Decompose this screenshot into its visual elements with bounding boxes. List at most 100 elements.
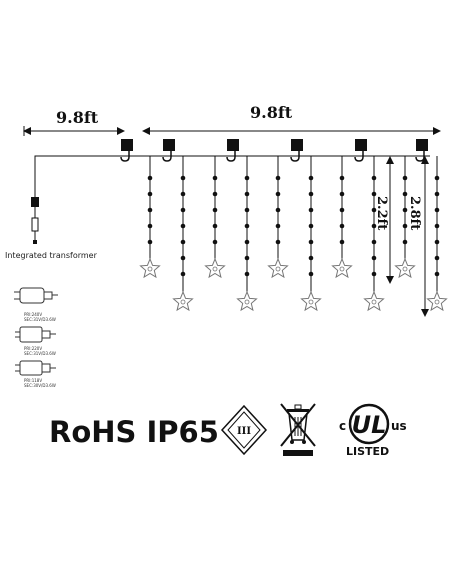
bulb-icon — [180, 239, 186, 245]
bulb-icon — [308, 223, 314, 229]
light-strand — [363, 156, 385, 312]
bulb-icon — [402, 223, 408, 229]
bulb-icon — [308, 271, 314, 277]
bulb-icon — [434, 191, 440, 197]
star-center — [275, 266, 281, 272]
star-ornament-icon — [267, 257, 289, 279]
plug-icon — [15, 360, 56, 376]
star-ornament-icon — [172, 290, 194, 312]
transformer-label: Integrated transformer — [5, 251, 98, 260]
bulb-icon — [371, 191, 377, 197]
weee-bin-icon — [280, 403, 316, 456]
class-iii-text: III — [237, 426, 251, 437]
bulb-icon — [244, 207, 250, 213]
hook-icon — [120, 139, 133, 162]
light-strand — [172, 156, 194, 312]
bulb-icon — [180, 255, 186, 261]
light-strand — [426, 156, 448, 312]
transformer-connector — [31, 197, 39, 244]
ul-mark-text: UL — [352, 411, 387, 439]
bulb-icon — [244, 239, 250, 245]
bulb-icon — [402, 175, 408, 181]
hook-icon — [226, 139, 239, 162]
bulb-icon — [244, 223, 250, 229]
bulb-icon — [180, 207, 186, 213]
light-strand — [139, 156, 161, 279]
bulb-icon — [147, 207, 153, 213]
bulb-icon — [147, 191, 153, 197]
bulb-icon — [147, 175, 153, 181]
bulb-icon — [339, 175, 345, 181]
bulb-icon — [244, 255, 250, 261]
plug-2-line2: SEC:31V/D3.6W — [24, 351, 56, 356]
star-center — [212, 266, 218, 272]
bulb-icon — [212, 191, 218, 197]
bulb-icon — [371, 207, 377, 213]
star-center — [308, 299, 314, 305]
bulb-icon — [147, 239, 153, 245]
bulb-icon — [339, 223, 345, 229]
star-ornament-icon — [331, 257, 353, 279]
bulb-icon — [308, 175, 314, 181]
bulb-icon — [275, 239, 281, 245]
star-center — [147, 266, 153, 272]
bulb-icon — [434, 255, 440, 261]
top-length-label: 9.8ft — [250, 103, 293, 122]
ul-listed-icon: UL c us LISTED — [339, 403, 407, 458]
plug-icon — [14, 287, 58, 304]
bulb-icon — [180, 191, 186, 197]
star-center — [434, 299, 440, 305]
bulb-icon — [212, 207, 218, 213]
bulb-icon — [275, 223, 281, 229]
bulb-icon — [339, 191, 345, 197]
bulb-icon — [308, 207, 314, 213]
bulb-icon — [371, 239, 377, 245]
star-ornament-icon — [426, 290, 448, 312]
ul-listed-text: LISTED — [346, 445, 389, 458]
bulb-icon — [180, 271, 186, 277]
plug-variant-1: PRI:240V SEC:31V/D3.6W — [14, 287, 58, 322]
light-strand — [267, 156, 289, 279]
bulb-icon — [275, 207, 281, 213]
rohs-ip65-label: RoHS IP65 — [49, 415, 219, 449]
star-ornament-icon — [139, 257, 161, 279]
plug-3-line2: SEC:30V/D3.6W — [24, 383, 56, 388]
long-drop-label: 2.8ft — [407, 196, 422, 230]
bulb-icon — [244, 271, 250, 277]
light-strand — [204, 156, 226, 279]
bulb-icon — [434, 239, 440, 245]
bulb-icon — [308, 255, 314, 261]
hook-icon — [162, 139, 175, 162]
star-center — [339, 266, 345, 272]
plug-variant-2: PRI:220V SEC:31V/D3.6W — [15, 326, 56, 356]
bulb-icon — [371, 175, 377, 181]
plug-variant-3: PRI:118V SEC:30V/D3.6W — [15, 360, 56, 388]
bulb-icon — [371, 223, 377, 229]
plug-2-line1: PRI:220V — [24, 346, 42, 351]
ul-c-text: c — [339, 419, 346, 433]
bulb-icon — [212, 175, 218, 181]
light-strand — [331, 156, 353, 279]
hooks-group — [120, 139, 428, 162]
bulb-icon — [244, 191, 250, 197]
bulb-icon — [212, 239, 218, 245]
bulb-icon — [275, 175, 281, 181]
bulb-icon — [371, 271, 377, 277]
bulb-icon — [308, 239, 314, 245]
plug-1-line2: SEC:31V/D3.6W — [24, 317, 56, 322]
star-ornament-icon — [204, 257, 226, 279]
bulb-icon — [180, 223, 186, 229]
bulb-icon — [402, 239, 408, 245]
bulb-icon — [275, 191, 281, 197]
star-ornament-icon — [394, 257, 416, 279]
star-ornament-icon — [363, 290, 385, 312]
strands-group — [139, 156, 448, 312]
bulb-icon — [434, 271, 440, 277]
star-ornament-icon — [300, 290, 322, 312]
light-strand — [300, 156, 322, 312]
star-ornament-icon — [236, 290, 258, 312]
bulb-icon — [371, 255, 377, 261]
left-length-label: 9.8ft — [56, 108, 99, 127]
light-strand — [394, 156, 416, 279]
